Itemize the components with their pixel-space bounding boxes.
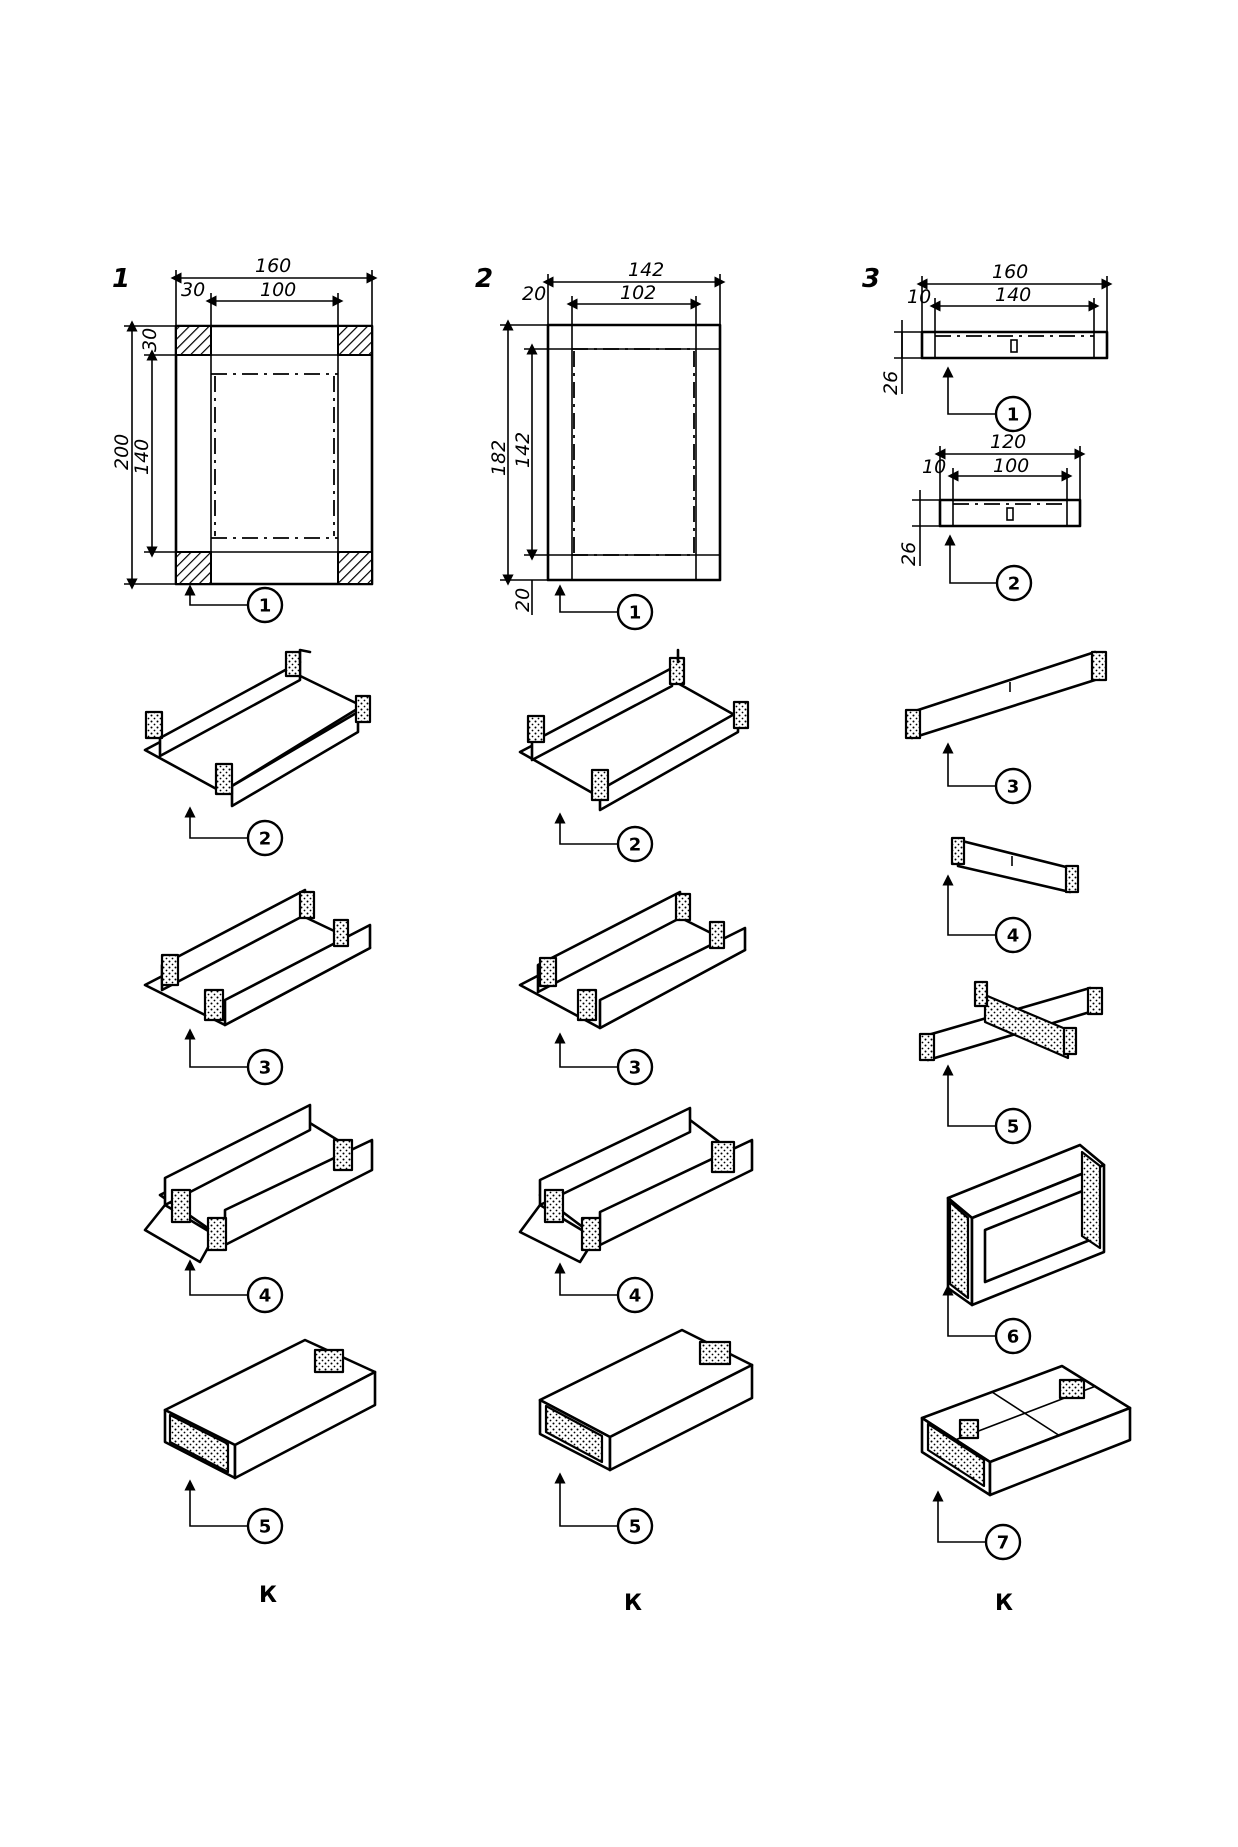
step-callout-2: 2: [554, 812, 654, 863]
dim-strip-a-length: 160: [992, 261, 1028, 283]
column-2-step-3-drawing: [518, 890, 747, 1030]
column-3-step-3-drawing: [904, 650, 1108, 740]
dim-strip-b-length: 120: [990, 431, 1026, 453]
column-1-caption: К: [259, 1583, 277, 1608]
column-3-strip-a: 160 10 140 26: [880, 261, 1113, 395]
column-1-step-3-drawing: [143, 888, 372, 1027]
step-callout-2: 2: [944, 534, 1033, 602]
corner-cutout: [337, 325, 373, 356]
step-callout-4: 4: [184, 1259, 284, 1314]
step-callout-2: 2: [184, 806, 284, 857]
svg-text:4: 4: [629, 1286, 642, 1307]
dim-strip-a-flap: 10: [907, 286, 931, 308]
dim-strip-b-flap: 10: [922, 456, 946, 478]
dim-width-inner: 100: [260, 279, 296, 301]
step-callout-1: 1: [942, 366, 1032, 433]
dim-strip-a-height: 26: [880, 371, 902, 395]
column-2-step-4-drawing: [518, 1106, 754, 1264]
svg-text:5: 5: [629, 1517, 642, 1538]
step-callout-3: 3: [184, 1028, 284, 1086]
column-2-step-5-drawing: [538, 1328, 754, 1472]
svg-text:4: 4: [259, 1286, 272, 1307]
svg-text:5: 5: [259, 1517, 272, 1538]
step-callout-4: 4: [554, 1262, 654, 1314]
corner-cutout: [175, 551, 212, 585]
step-callout-4: 4: [942, 874, 1032, 954]
dim-width-outer: 142: [628, 259, 664, 281]
corner-cutout: [175, 325, 212, 356]
column-3-step-7-drawing: [920, 1364, 1132, 1497]
column-2: 2 142 20 102: [475, 259, 754, 1616]
column-1-label: 1: [112, 264, 130, 294]
dim-flap: 20: [522, 283, 546, 305]
column-1-step-5-drawing: [163, 1338, 377, 1480]
dim-bottom-flap: 20: [512, 588, 534, 612]
step-callout-5: 5: [942, 1064, 1032, 1145]
svg-text:2: 2: [629, 835, 642, 856]
step-callout-3: 3: [942, 742, 1032, 805]
dim-width-outer: 160: [255, 255, 291, 277]
corner-cutout: [337, 551, 373, 585]
svg-text:6: 6: [1007, 1327, 1020, 1348]
step-callout-5: 5: [184, 1479, 284, 1545]
column-3-label: 3: [862, 264, 880, 294]
dim-top-flap: 30: [139, 328, 161, 352]
svg-text:1: 1: [259, 596, 272, 617]
step-callout-5: 5: [554, 1472, 654, 1545]
svg-text:1: 1: [1007, 405, 1020, 426]
column-1-step-4-drawing: [143, 1103, 374, 1264]
column-3-step-5-drawing: [918, 980, 1104, 1062]
column-1-step-2-drawing: [143, 648, 372, 808]
column-3-step-6-drawing: [946, 1143, 1106, 1307]
dim-height-inner: 142: [512, 432, 534, 468]
dim-height-outer: 200: [111, 434, 133, 470]
svg-text:3: 3: [1007, 777, 1020, 798]
dim-strip-b-inner: 100: [993, 455, 1029, 477]
column-1: 1 160: [111, 255, 378, 1608]
svg-text:2: 2: [1008, 574, 1021, 595]
dim-height-inner: 140: [131, 439, 153, 475]
dim-strip-b-height: 26: [898, 542, 920, 566]
column-2-caption: К: [624, 1591, 642, 1616]
column-3: 3 160 10 140 26 1: [862, 261, 1132, 1616]
svg-text:2: 2: [259, 829, 272, 850]
column-1-flat-blank: 160 30 100 200 140 30: [111, 255, 378, 590]
dim-flap: 30: [181, 279, 205, 301]
svg-text:3: 3: [629, 1058, 642, 1079]
step-callout-1: 1: [554, 584, 654, 631]
column-3-caption: К: [995, 1591, 1013, 1616]
svg-text:5: 5: [1007, 1117, 1020, 1138]
dim-height-outer: 182: [488, 440, 510, 476]
step-callout-7: 7: [932, 1490, 1022, 1561]
column-2-flat-blank: 142 20 102 182 142 20: [488, 259, 726, 615]
step-callout-1: 1: [184, 584, 284, 624]
column-2-step-2-drawing: [518, 648, 750, 812]
column-3-step-4-drawing: [950, 836, 1080, 894]
svg-text:4: 4: [1007, 926, 1020, 947]
svg-text:7: 7: [997, 1533, 1010, 1554]
dim-strip-a-inner: 140: [995, 284, 1031, 306]
column-3-strip-b: 120 10 100 26: [898, 431, 1086, 566]
column-2-label: 2: [475, 264, 493, 294]
step-callout-3: 3: [554, 1032, 654, 1086]
step-callout-6: 6: [942, 1284, 1032, 1355]
svg-text:1: 1: [629, 603, 642, 624]
svg-text:3: 3: [259, 1058, 272, 1079]
dim-width-inner: 102: [620, 282, 656, 304]
